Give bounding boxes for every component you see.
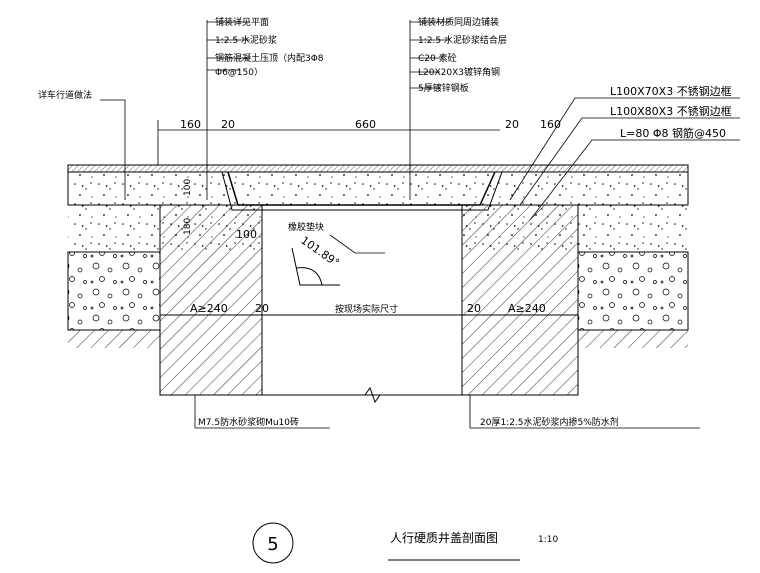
bottom-left-note: M7.5防水砂浆砌Mu10砖 <box>198 416 299 428</box>
gap-right-label: 20 <box>467 302 481 315</box>
dim-100-vertical: 100 <box>183 179 193 196</box>
edge-callout-3: L=80 Φ8 钢筋@450 <box>620 126 726 140</box>
drawing-title: 人行硬质井盖剖面图 <box>390 531 498 545</box>
drawing-scale: 1:10 <box>538 535 558 545</box>
rubber-pad-label: 橡胶垫块 <box>288 221 324 233</box>
title-number: 5 <box>267 534 278 555</box>
right-callout-5: 5厚镀锌钢板 <box>418 82 469 94</box>
leader-lines <box>100 20 740 254</box>
dim-20-left: 20 <box>221 118 235 131</box>
right-callout-3: C20 素砼 <box>418 52 457 64</box>
right-callout-4: L20X20X3镀锌角钢 <box>418 66 500 78</box>
dim-100-horizontal: 100 <box>236 228 257 241</box>
bottom-right-note: 20厚1:2.5水泥砂浆内掺5%防水剂 <box>480 416 619 428</box>
gap-left-label: 20 <box>255 302 269 315</box>
edge-callout-2: L100X80X3 不锈钢边框 <box>610 105 732 118</box>
left-callout-4: Φ6@150） <box>215 67 263 78</box>
wall-right-label: A≥240 <box>508 302 546 315</box>
dim-160-left: 160 <box>180 118 201 131</box>
left-callout-2: 1:2.5 水泥砂浆 <box>215 34 277 46</box>
dim-160-right: 160 <box>540 118 561 131</box>
opening-note: 按现场实际尺寸 <box>335 303 398 315</box>
wall-left-label: A≥240 <box>190 302 228 315</box>
right-callout-2: 1:2.5 水泥砂浆结合层 <box>418 34 507 46</box>
structure <box>67 164 689 404</box>
dim-180-vertical: 180 <box>183 218 193 235</box>
right-callout-1: 铺装材质同周边铺装 <box>418 16 499 28</box>
dim-660: 660 <box>355 118 376 131</box>
dim-20-right: 20 <box>505 118 519 131</box>
left-callout-1: 铺装详见平面 <box>215 16 269 28</box>
title-number-circle <box>252 522 294 564</box>
angle-label: 101.89° <box>298 234 341 270</box>
left-note: 详车行道做法 <box>38 89 92 101</box>
edge-callout-1: L100X70X3 不锈钢边框 <box>610 85 732 98</box>
left-callout-3: 钢筋混凝土压顶（内配3Φ8 <box>215 52 324 64</box>
